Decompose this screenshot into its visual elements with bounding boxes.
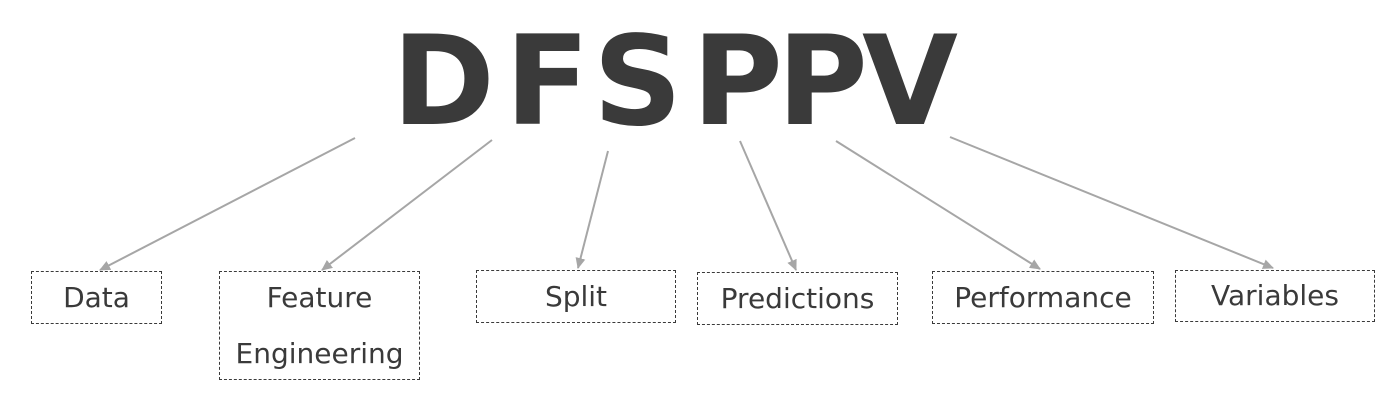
acronym-letter-f: F bbox=[505, 10, 590, 154]
feature-engineering-label-line1: Feature bbox=[266, 280, 373, 314]
split-box: Split bbox=[476, 270, 676, 323]
performance-box: Performance bbox=[932, 271, 1154, 324]
predictions-label: Predictions bbox=[720, 281, 875, 315]
predictions-box: Predictions bbox=[697, 272, 898, 325]
variables-box: Variables bbox=[1175, 270, 1375, 322]
feature-engineering-label-line2: Engineering bbox=[235, 336, 404, 370]
performance-label: Performance bbox=[954, 280, 1132, 314]
acronym-letter-d: D bbox=[392, 10, 495, 154]
variables-label: Variables bbox=[1211, 279, 1339, 312]
arrow-p-to-predictions bbox=[739, 140, 797, 271]
acronym-letter-v: V bbox=[862, 10, 958, 154]
arrow-p-to-performance bbox=[835, 140, 1041, 270]
acronym-letter-s: S bbox=[593, 10, 683, 154]
acronym-letter-p-second: P bbox=[777, 10, 868, 154]
acronym-letter-p-first: P bbox=[692, 10, 783, 154]
arrow-d-to-data bbox=[99, 137, 356, 271]
data-box: Data bbox=[31, 271, 162, 324]
split-label: Split bbox=[544, 279, 608, 313]
arrow-s-to-split bbox=[575, 150, 609, 269]
arrow-f-to-feature-engineering bbox=[321, 139, 493, 271]
feature-engineering-box: Feature Engineering bbox=[219, 271, 420, 380]
data-label: Data bbox=[63, 280, 130, 314]
arrow-v-to-variables bbox=[949, 136, 1274, 269]
